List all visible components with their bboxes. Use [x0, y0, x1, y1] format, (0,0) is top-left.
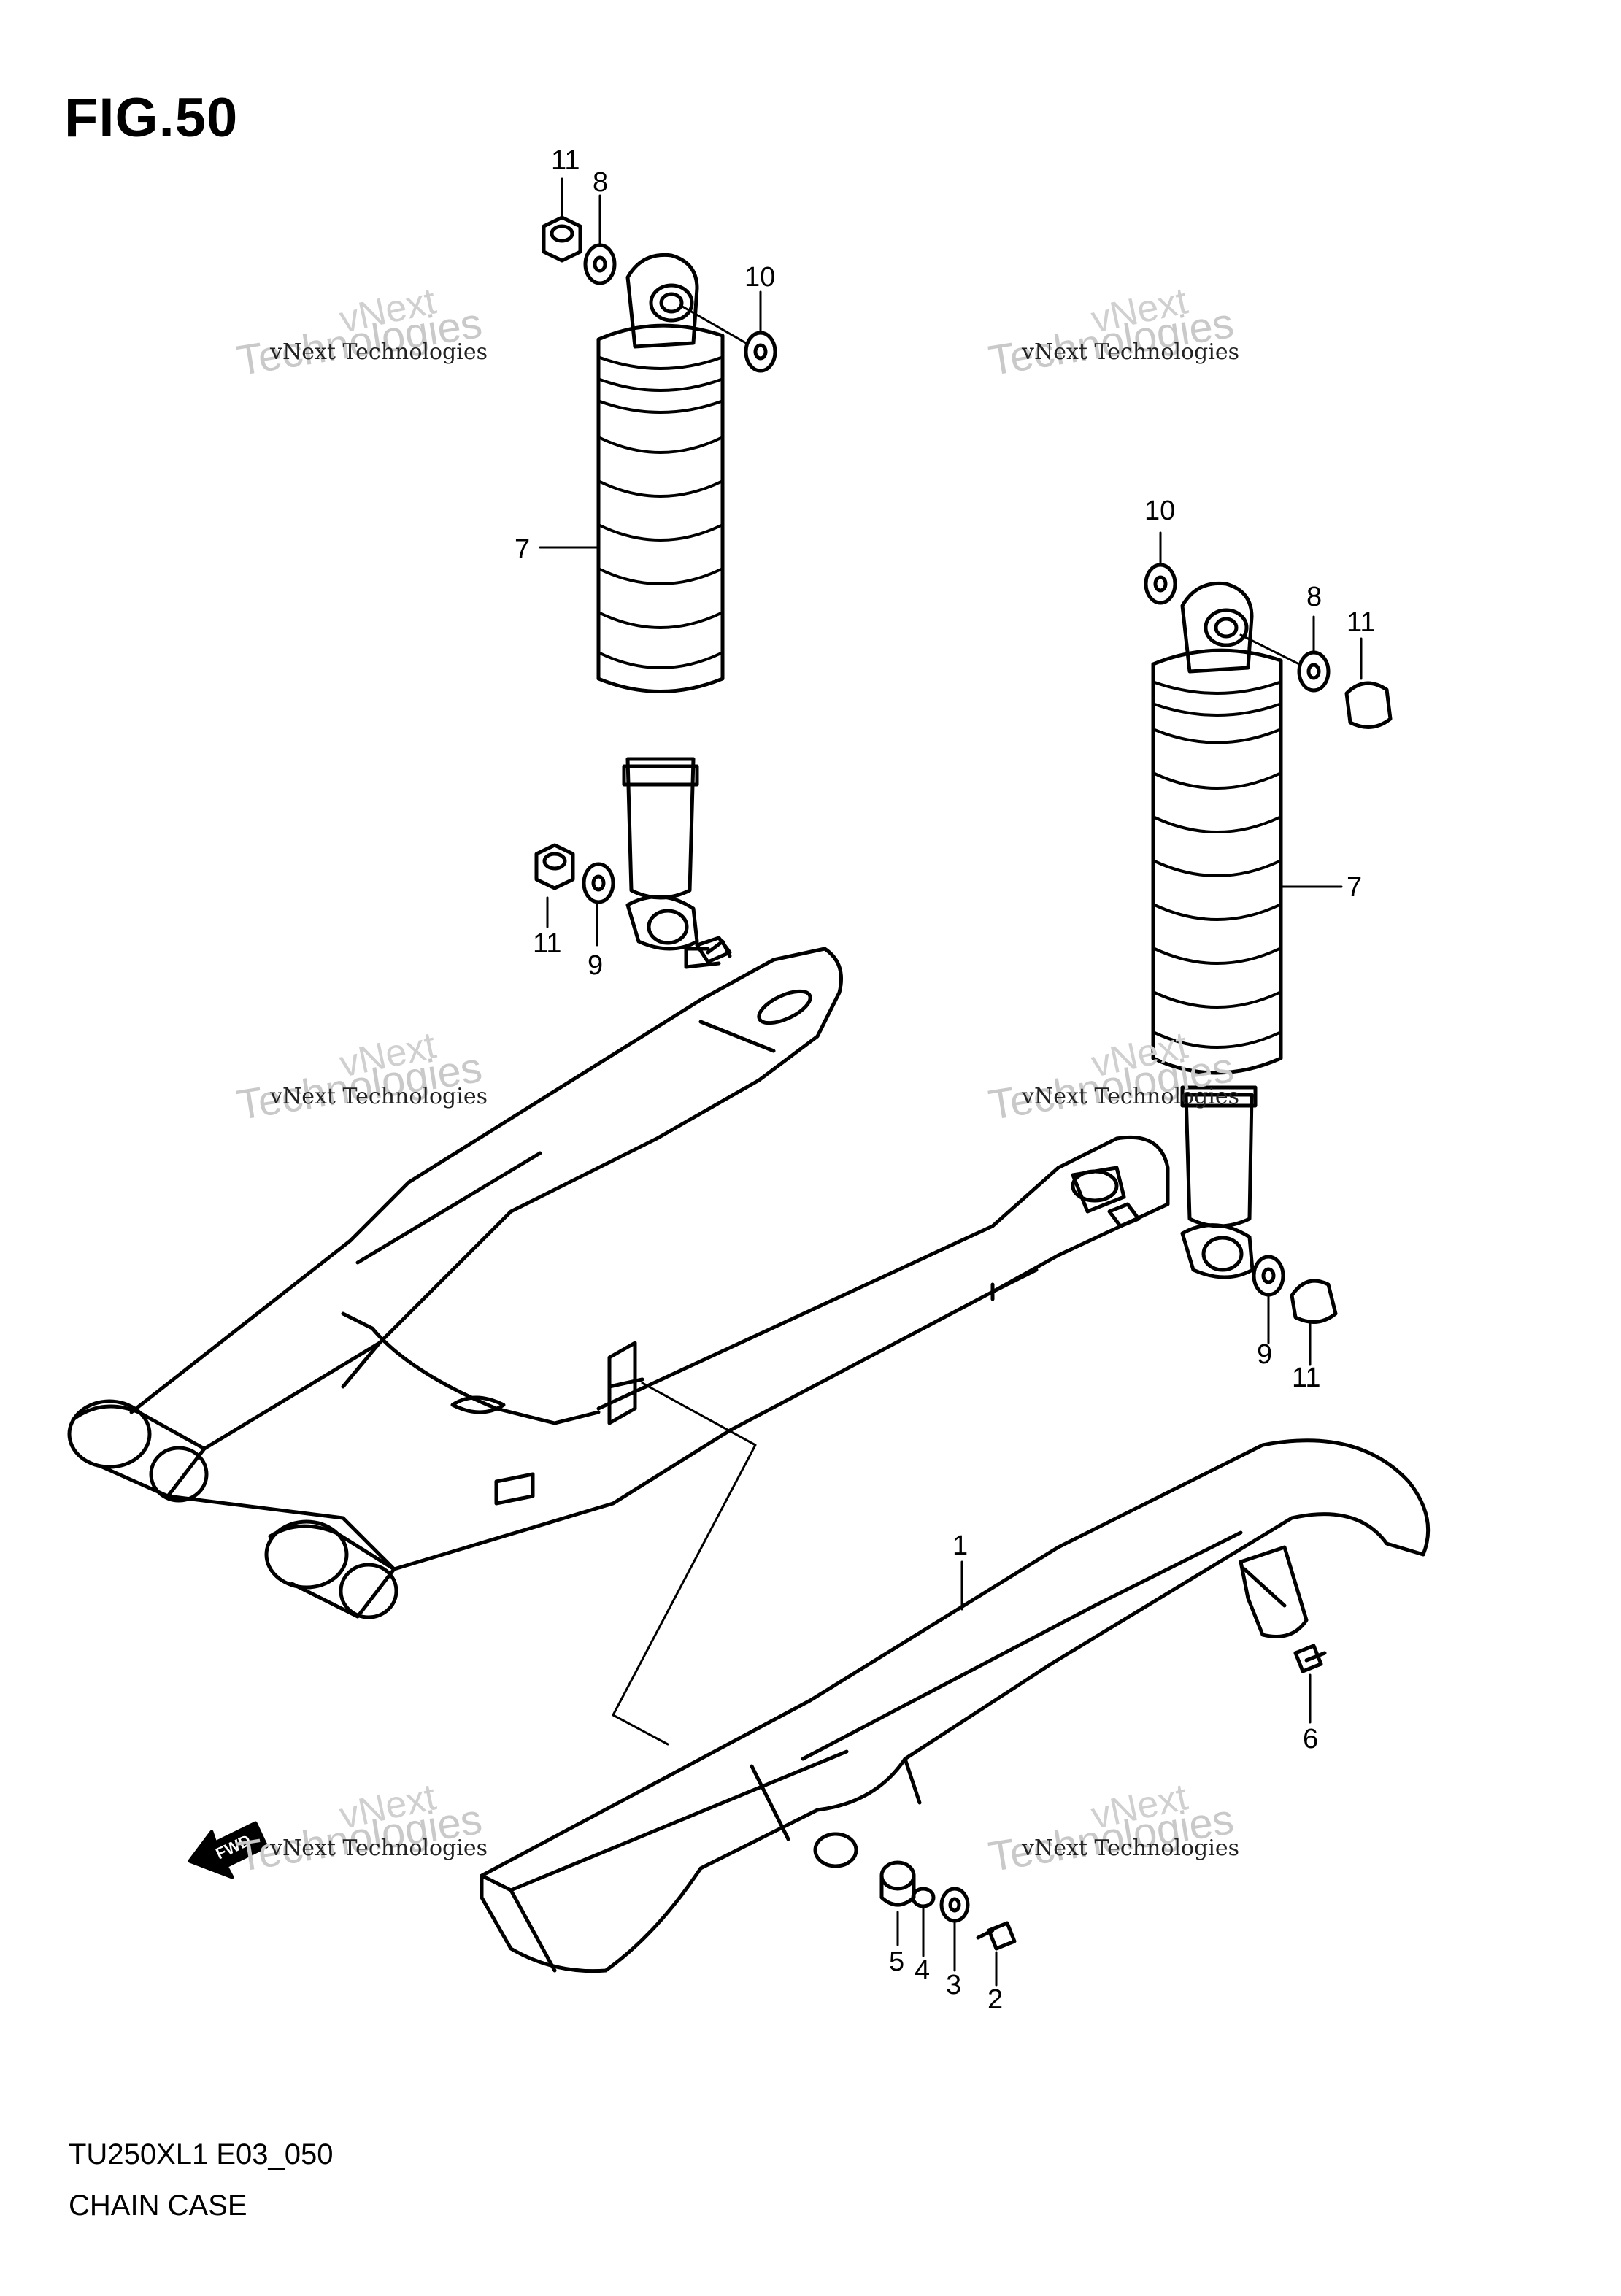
washer-3: [939, 1887, 970, 1923]
callout-2: 2: [987, 1984, 1003, 2015]
watermark: vNext Technologies vNext Technologies: [985, 1024, 1292, 1160]
callout-4: 4: [915, 1955, 930, 1986]
nut-11-left-top: [542, 215, 582, 263]
watermark-line1: vNext Technologies: [1022, 1835, 1240, 1861]
axis-line-right-top: [1239, 633, 1301, 666]
washer-9-left: [582, 862, 615, 904]
nut-11-right-top: [1344, 681, 1393, 729]
watermark: vNext Technologies vNext Technologies: [985, 1776, 1292, 1912]
chain-case: [480, 1438, 1431, 1973]
axis-line-left-top: [681, 305, 747, 344]
watermark-line1: vNext Technologies: [270, 1084, 488, 1109]
watermark: vNext Technologies vNext Technologies: [234, 280, 540, 416]
callout-3: 3: [946, 1970, 961, 2000]
watermark-line1: vNext Technologies: [270, 339, 488, 365]
figure-code: TU250XL1 E03_050: [69, 2138, 334, 2170]
leader-lines: [539, 177, 1363, 1987]
callout-11: 11: [1347, 607, 1375, 638]
bolt-6: [1293, 1644, 1327, 1673]
washer-9-right: [1252, 1255, 1285, 1297]
callout-7: 7: [1347, 872, 1362, 903]
watermark: vNext Technologies vNext Technologies: [234, 1776, 540, 1912]
washer-10-right: [1144, 563, 1177, 605]
shock-absorber-left: [596, 253, 725, 951]
callout-8: 8: [1306, 582, 1322, 612]
shock-absorber-right: [1151, 581, 1283, 1279]
washer-8-right: [1297, 650, 1331, 693]
nut-11-right-bottom: [1290, 1279, 1338, 1324]
callout-5: 5: [889, 1946, 904, 1977]
callout-11: 11: [1292, 1363, 1320, 1393]
figure-title: FIG.50: [64, 87, 239, 149]
stud-right: [1107, 1202, 1141, 1228]
callout-1: 1: [952, 1530, 968, 1561]
callout-8: 8: [593, 167, 608, 198]
watermark-line1: vNext Technologies: [1022, 1084, 1240, 1109]
watermark: vNext Technologies vNext Technologies: [234, 1024, 540, 1160]
callout-10: 10: [1144, 496, 1175, 526]
watermark: vNext Technologies vNext Technologies: [985, 280, 1292, 416]
figure-caption: CHAIN CASE: [69, 2189, 247, 2222]
callout-11: 11: [551, 145, 580, 176]
bolt-2: [976, 1921, 1017, 1951]
callout-9: 9: [1257, 1339, 1272, 1370]
callout-10: 10: [744, 262, 775, 293]
callout-6: 6: [1303, 1724, 1318, 1754]
bushing-4: [911, 1887, 936, 1908]
washer-8-left: [583, 243, 617, 285]
callout-11: 11: [533, 928, 561, 959]
washer-10-left: [744, 331, 777, 373]
swing-arm: [67, 939, 1170, 1619]
watermark-line1: vNext Technologies: [1022, 339, 1240, 365]
nut-11-left-bottom: [534, 843, 575, 890]
callout-labels: 11 8 10 7 11 9 10 8 11 7 9 11 1 6 5 4 3 …: [515, 145, 1375, 2015]
stud-left: [695, 936, 732, 964]
collar-5: [879, 1860, 916, 1907]
callout-9: 9: [588, 950, 603, 981]
watermark-line1: vNext Technologies: [270, 1835, 488, 1861]
callout-7: 7: [515, 534, 530, 565]
